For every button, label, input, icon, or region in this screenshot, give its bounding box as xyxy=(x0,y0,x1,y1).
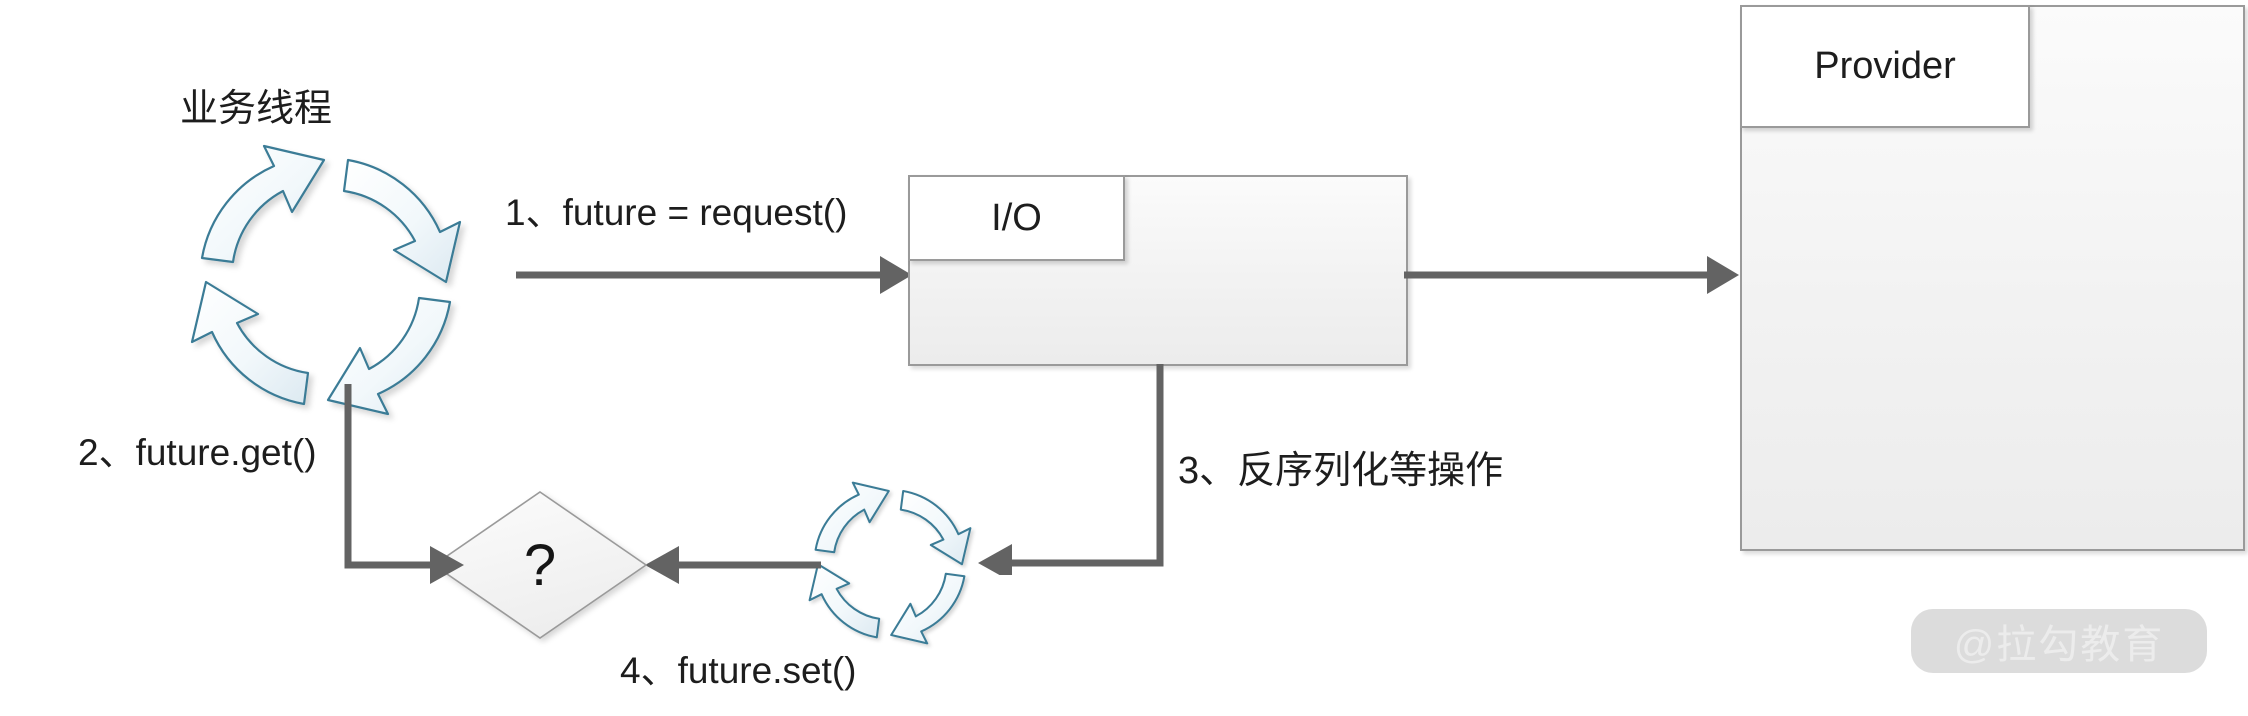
business-thread-title: 业务线程 xyxy=(180,88,333,130)
io-label-text: I/O xyxy=(991,196,1042,239)
connector-io-to-callback-cycle xyxy=(978,364,1164,575)
decision-diamond-shape xyxy=(432,491,648,639)
step-1-label: 1、future = request() xyxy=(505,192,848,233)
connector-callback-to-decision xyxy=(645,546,821,584)
connector-thread-to-io xyxy=(516,256,912,294)
connector-thread-to-decision xyxy=(344,384,464,584)
provider-label-tab: Provider xyxy=(1740,5,2030,128)
business-thread-cycle xyxy=(190,144,462,416)
watermark-badge: @拉勾教育 xyxy=(1911,609,2207,673)
provider-label-text: Provider xyxy=(1814,45,1956,87)
step-3-label: 3、反序列化等操作 xyxy=(1178,450,1504,492)
step-2-label: 2、future.get() xyxy=(78,432,317,473)
watermark-text: @拉勾教育 xyxy=(1953,623,2165,667)
io-callback-cycle xyxy=(808,481,972,645)
connector-io-to-provider xyxy=(1404,256,1739,294)
step-4-label: 4、future.set() xyxy=(620,650,857,691)
io-label-tab: I/O xyxy=(908,175,1125,261)
